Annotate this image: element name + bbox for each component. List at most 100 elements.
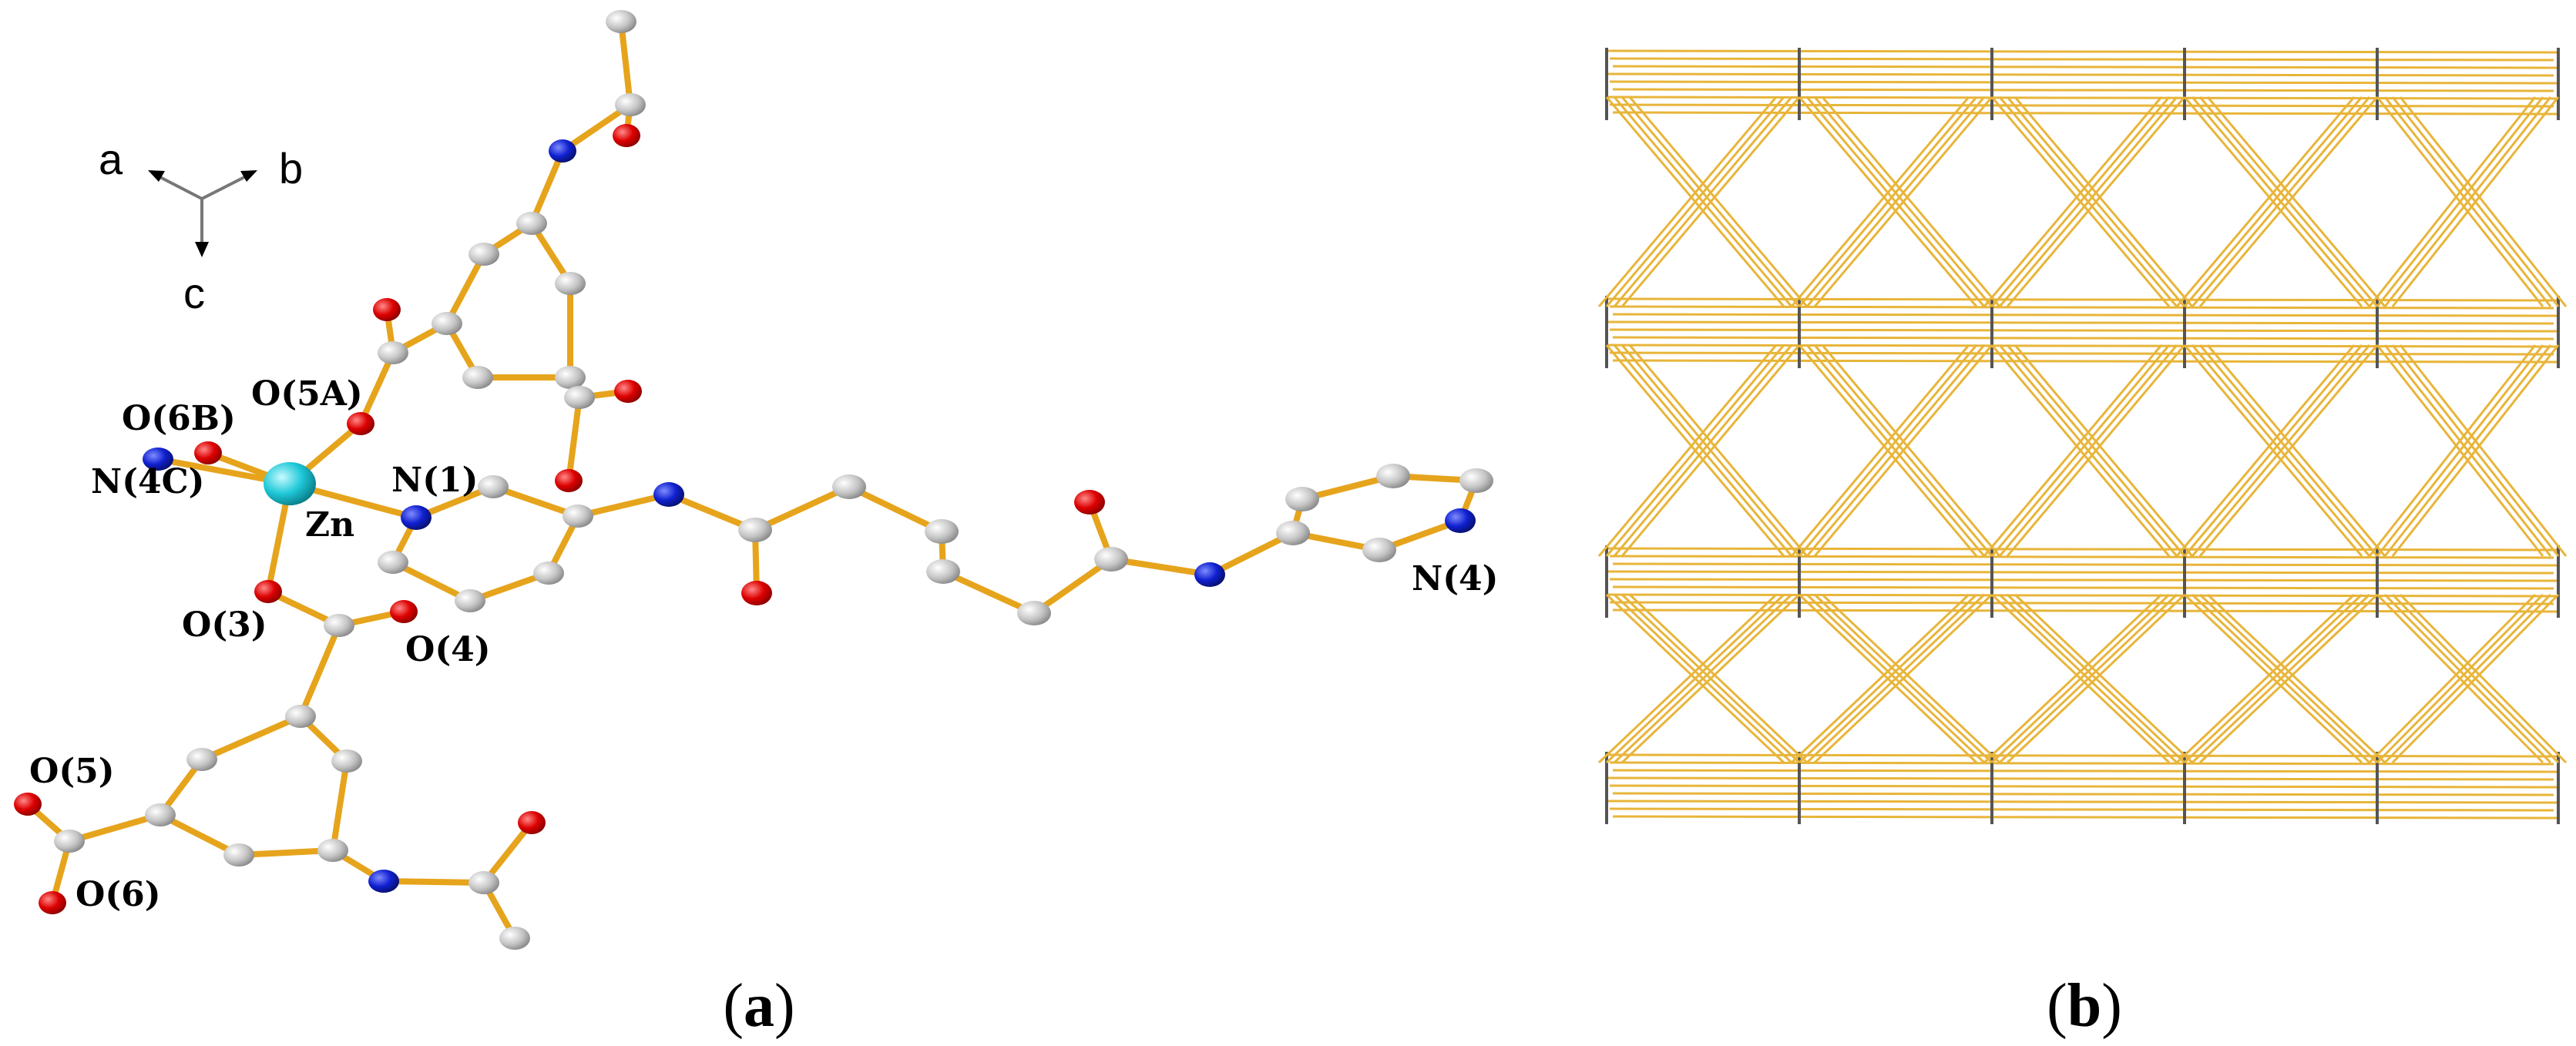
framework-rod (1606, 320, 2554, 325)
carbon-atom (832, 474, 866, 499)
carbon-atom (324, 614, 354, 637)
nitrogen-atoms (143, 139, 1476, 893)
nitrogen-atom (401, 505, 432, 530)
carbon-atom (1459, 468, 1493, 493)
carbon-atom (285, 705, 316, 728)
oxygen-atom (390, 600, 418, 623)
framework-strut (2368, 96, 2537, 307)
axis-a-arrow-icon (148, 170, 165, 182)
framework-rod (1606, 297, 2559, 302)
framework-rod (1612, 769, 2559, 773)
nitrogen-atom (1445, 508, 1476, 533)
panel-a-caption: (a) (723, 972, 794, 1040)
carbon-atom (186, 748, 217, 771)
framework-rod (1606, 753, 2559, 758)
framework-strut (2013, 96, 2194, 307)
framework-rod (1609, 761, 2554, 766)
framework-strut (1813, 96, 1993, 307)
framework-strut (2399, 593, 2568, 764)
oxygen-atom (14, 793, 42, 816)
framework-strut (1990, 344, 2171, 557)
framework-strut (2399, 344, 2568, 557)
framework-rod (1606, 593, 2559, 598)
framework-strut (1613, 96, 1793, 307)
framework-strut (1805, 96, 1986, 307)
framework-strut (2013, 344, 2194, 557)
framework-strut (1620, 593, 1801, 764)
carbon-atom (455, 589, 485, 612)
framework-rod (1612, 792, 2554, 796)
nitrogen-atom (549, 139, 576, 163)
framework-strut (1597, 593, 1778, 764)
framework-strut (1813, 593, 1993, 764)
carbon-atom (54, 830, 85, 853)
framework-strut (1821, 96, 2001, 307)
framework-rod (1612, 562, 2559, 567)
framework-strut (1998, 593, 2178, 764)
panel-b-framework (1597, 48, 2568, 824)
carbon-atom (1362, 538, 1396, 562)
framework-strut (2198, 344, 2379, 557)
axis-b-label: b (279, 144, 303, 193)
svg-text:(b): (b) (2047, 972, 2122, 1040)
framework-strut (1628, 593, 1809, 764)
framework-strut (1805, 593, 1986, 764)
label-o3: O(3) (182, 605, 267, 645)
carbon-atom (317, 839, 348, 862)
framework-strut (2191, 593, 2371, 764)
framework-strut (2191, 344, 2371, 557)
carbon-atom (1376, 464, 1410, 488)
framework-strut (2383, 96, 2552, 307)
framework-rod (1609, 351, 2554, 356)
nitrogen-atom (653, 482, 684, 507)
carbon-atom (469, 243, 499, 266)
label-o6: O(6) (76, 875, 161, 914)
framework-strut (2391, 344, 2560, 557)
framework-strut (2175, 344, 2356, 557)
oxygen-atom (254, 580, 282, 603)
label-n1: N(1) (391, 461, 478, 500)
carbon-atom (1276, 521, 1310, 545)
nitrogen-atom (143, 448, 173, 471)
framework-rod (1612, 815, 2559, 820)
framework-strut (2206, 96, 2386, 307)
framework-rod (1606, 570, 2554, 575)
framework-strut (2198, 593, 2379, 764)
carbon-atom (331, 749, 362, 773)
framework-rod (1609, 57, 2554, 62)
framework-strut (1620, 344, 1801, 557)
oxygen-atoms (14, 124, 1105, 914)
framework-strut (2006, 344, 2186, 557)
framework-strut (1821, 344, 2001, 557)
carbon-atom (563, 505, 593, 528)
oxygen-atom (347, 412, 374, 435)
framework-rod (1612, 336, 2554, 340)
framework-rod (1606, 49, 2559, 54)
atom-labels: O(6B) O(5A) N(4C) N(1) Zn O(3) O(4) N(4)… (29, 374, 1498, 914)
framework-strut (2391, 96, 2560, 307)
framework-strut (1628, 344, 1809, 557)
framework-rod (1609, 555, 2554, 559)
svg-text:(a): (a) (723, 972, 794, 1040)
framework-strut (1605, 96, 1785, 307)
framework-strut (1798, 96, 1978, 307)
carbon-atoms (54, 10, 1493, 950)
carbon-atom (738, 518, 772, 542)
framework-strut (2376, 344, 2544, 557)
framework-strut (2175, 593, 2356, 764)
carbon-atom (478, 475, 509, 498)
zinc-atom (264, 462, 316, 505)
nitrogen-atom (1194, 562, 1225, 587)
framework-strut (2368, 344, 2537, 557)
axis-b-line (201, 173, 251, 200)
caption-a-open: ( (723, 972, 744, 1040)
framework-rod (1606, 800, 2559, 804)
framework-strut (2006, 96, 2186, 307)
label-o6b: O(6B) (122, 399, 236, 438)
framework-rod (1612, 88, 2554, 92)
carbon-atom (925, 519, 959, 544)
carbon-atom (564, 386, 595, 409)
framework-strut (1813, 344, 1993, 557)
carbon-atom (533, 562, 564, 585)
label-zn: Zn (305, 505, 354, 545)
